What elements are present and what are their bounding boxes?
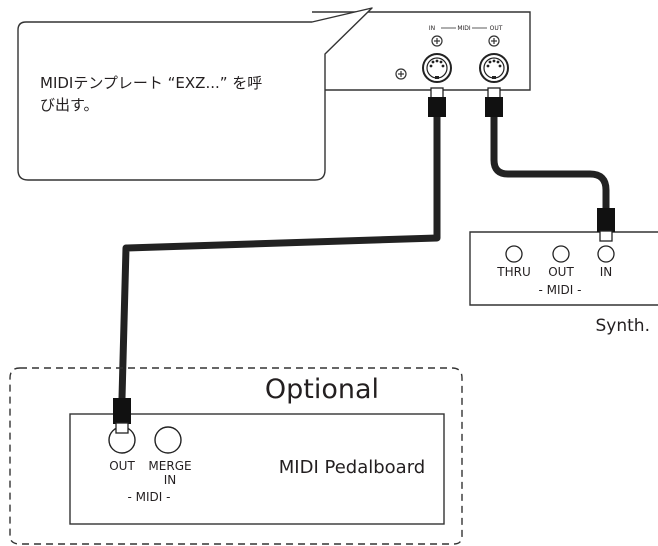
- callout-outline: [17, 7, 373, 181]
- synth-midi-label: - MIDI -: [539, 283, 582, 297]
- pedalboard-merge-in-label: IN: [164, 473, 177, 487]
- callout-text-line2: び出す。: [40, 96, 99, 114]
- synth-in-label: IN: [600, 265, 613, 279]
- optional-dashed-border: [9, 367, 463, 545]
- midi-plug-icon: [113, 398, 131, 434]
- instrument-midi-out-label: OUT: [490, 25, 503, 32]
- callout-bubble: MIDIテンプレート “EXZ...” を呼 び出す。: [17, 7, 373, 181]
- pedalboard-name: MIDI Pedalboard: [279, 457, 425, 478]
- synth-thru-label: THRU: [496, 265, 530, 279]
- midi-pedalboard: OUT MERGE IN - MIDI - MIDI Pedalboard: [69, 413, 445, 525]
- optional-group: Optional: [9, 367, 463, 545]
- callout-text-line1: MIDIテンプレート “EXZ...” を呼: [40, 74, 262, 92]
- midi-plug-icon: [485, 87, 503, 117]
- cable-instrument-out-to-synth-in: [490, 108, 610, 212]
- screw-icon: [395, 68, 407, 80]
- synth-module: THRU OUT IN - MIDI - Synth.: [469, 231, 658, 336]
- synth-in-jack[interactable]: [597, 245, 615, 263]
- synth-name: Synth.: [596, 316, 650, 336]
- synth-thru-jack[interactable]: [505, 245, 523, 263]
- cables: [118, 108, 610, 402]
- instrument-panel-outline: [312, 11, 531, 91]
- midi-plug-icon: [597, 208, 615, 242]
- instrument-rear-panel: IN MIDI OUT: [312, 11, 531, 91]
- pedalboard-midi-label: - MIDI -: [128, 490, 171, 504]
- cable-instrument-in-to-pedalboard-out: [118, 108, 441, 402]
- screw-icon: [431, 35, 443, 47]
- instrument-midi-in-jack[interactable]: [422, 53, 452, 83]
- optional-title: Optional: [265, 374, 379, 405]
- instrument-midi-label: MIDI: [457, 25, 471, 32]
- midi-plug-icon: [428, 87, 446, 117]
- pedalboard-merge-label: MERGE: [148, 459, 191, 473]
- synth-out-label: OUT: [548, 265, 574, 279]
- instrument-midi-out-jack[interactable]: [479, 53, 509, 83]
- screw-icon: [488, 35, 500, 47]
- pedalboard-merge-in-jack[interactable]: [154, 426, 182, 454]
- pedalboard-out-label: OUT: [109, 459, 135, 473]
- synth-out-jack[interactable]: [552, 245, 570, 263]
- instrument-midi-in-label: IN: [429, 25, 435, 32]
